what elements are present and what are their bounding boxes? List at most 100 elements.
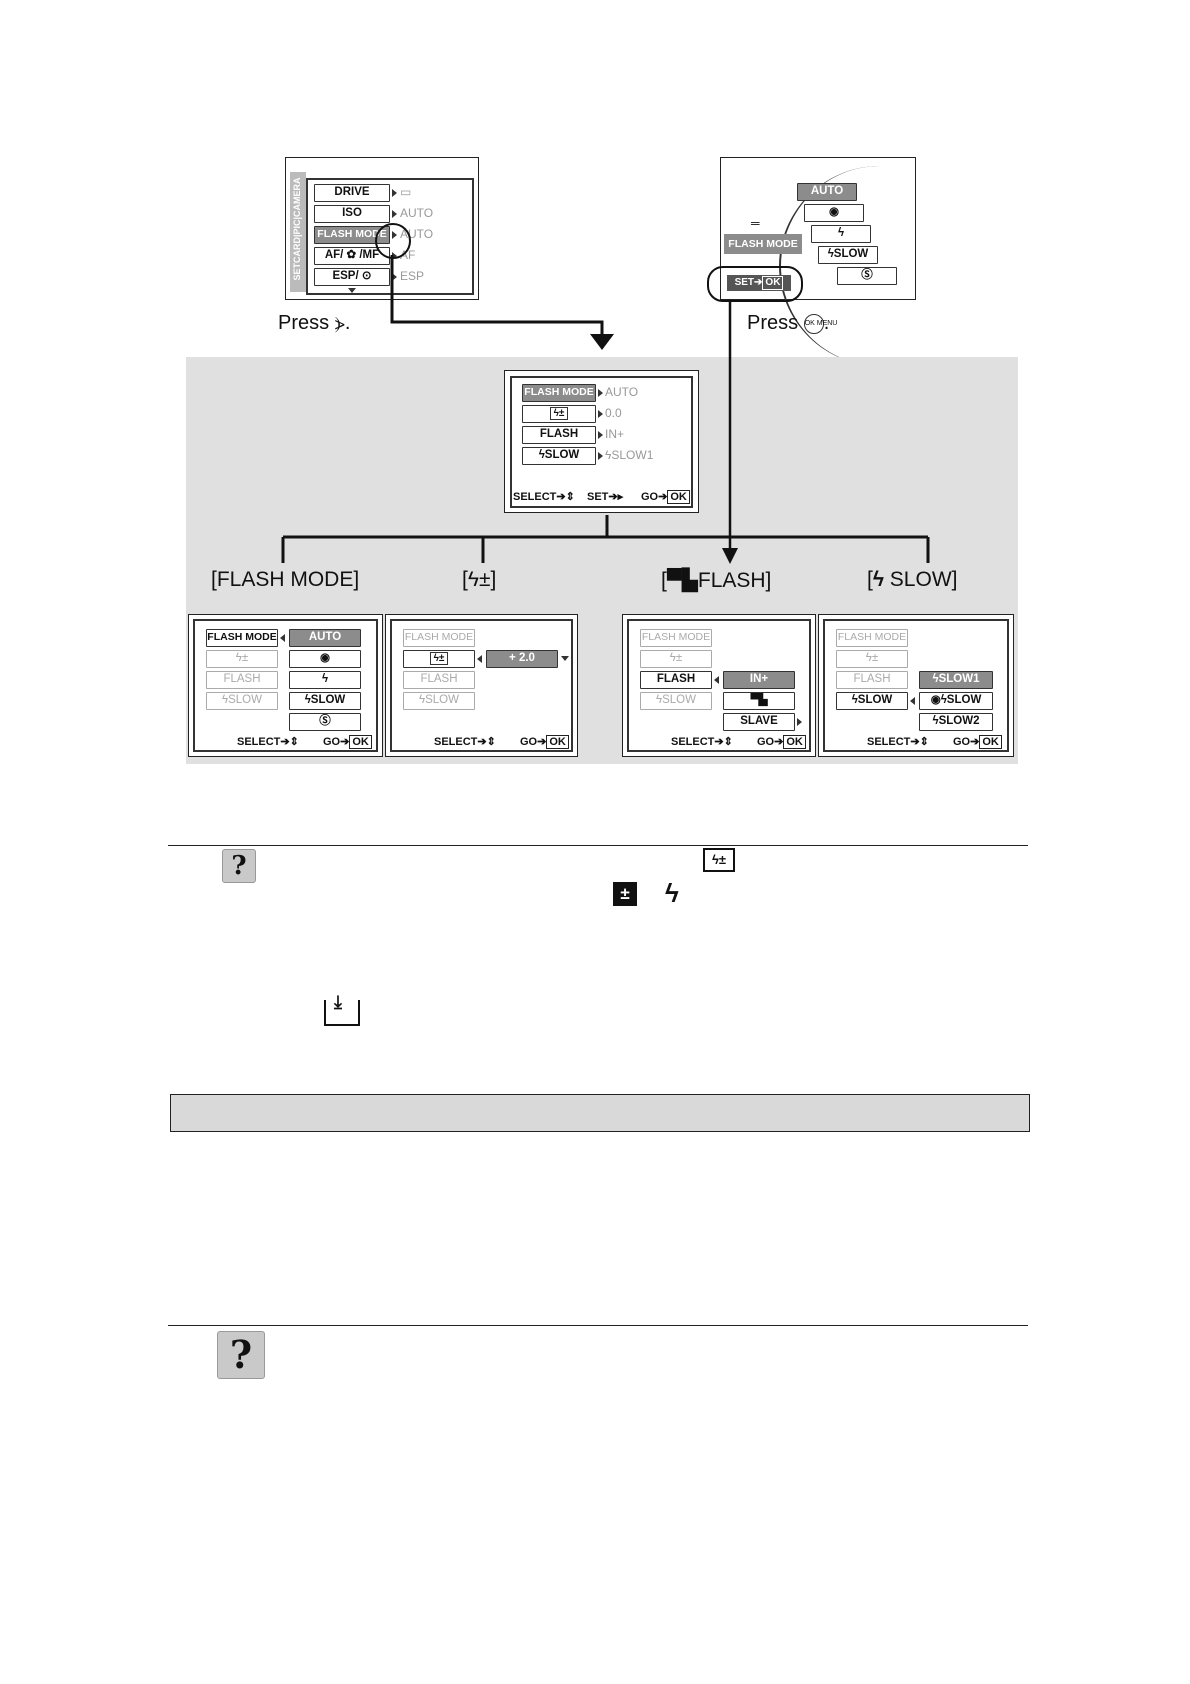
- panel1-menu-flash[interactable]: FLASH: [206, 671, 278, 689]
- flash-menu-item-flash[interactable]: FLASH: [522, 426, 596, 444]
- arrow-left-icon: [910, 697, 915, 705]
- arrow-left-icon: [714, 676, 719, 684]
- panel4-menu-flash[interactable]: FLASH: [836, 671, 908, 689]
- set-ok-hint: SET➔OK: [727, 275, 791, 291]
- panel3-option-ext[interactable]: ▀▙: [723, 692, 795, 710]
- panel2-comp-value[interactable]: + 2.0: [486, 650, 558, 668]
- slow-text: SLOW]: [883, 568, 958, 591]
- panel3-footer-go: GO➔OK: [757, 735, 806, 749]
- flow-connectors: [281, 255, 930, 564]
- gray-heading-bar: [170, 1094, 1030, 1132]
- panel-flash-mode: FLASH MODE ϟ± FLASH ϟSLOW AUTO ◉ ϟ ϟSLOW…: [188, 614, 383, 757]
- menu-item-esp[interactable]: ESP/ ⊙: [314, 268, 390, 286]
- menu-value-esp: ESP: [400, 269, 425, 283]
- panel3-menu-comp[interactable]: ϟ±: [640, 650, 712, 668]
- panel1-option-off[interactable]: Ⓢ: [289, 713, 361, 731]
- panel4-menu-comp[interactable]: ϟ±: [836, 650, 908, 668]
- scroll-down-icon: [561, 656, 569, 661]
- camera-menu-screen: SETCARD|PIC|CAMERA DRIVE ISO FLASH MODE …: [285, 157, 479, 300]
- flash-menu-item-slow[interactable]: ϟSLOW: [522, 447, 596, 465]
- flash-comp-icon: ϟ±: [429, 652, 449, 665]
- external-flash-icon: ▀▙: [666, 569, 698, 592]
- flash-menu-value-comp: 0.0: [605, 406, 622, 420]
- popup-option-off[interactable]: Ⓢ: [837, 267, 897, 285]
- card-setup-icon: ⤓: [324, 992, 360, 1026]
- popup-option-fill[interactable]: ϟ: [811, 225, 871, 243]
- press-right-instruction: Press ⦔.: [278, 312, 350, 335]
- panel3-footer-select: SELECT➔⇕: [671, 736, 733, 748]
- set-text: SET: [587, 491, 609, 503]
- ok-box: OK: [762, 276, 784, 290]
- bracket-open: [: [867, 568, 873, 591]
- panel-flash-external: FLASH MODE ϟ± FLASH ϟSLOW IN+ ▀▙ SLAVE S…: [622, 614, 816, 757]
- panel3-menu-slow[interactable]: ϟSLOW: [640, 692, 712, 710]
- panel4-option-slow2[interactable]: ϟSLOW2: [919, 713, 993, 731]
- panel2-menu-flash[interactable]: FLASH: [403, 671, 475, 689]
- panel4-option-slow1[interactable]: ϟSLOW1: [919, 671, 993, 689]
- highlight-ellipse: [707, 266, 803, 302]
- go-text: GO: [757, 736, 775, 748]
- popup-option-slow[interactable]: ϟSLOW: [818, 246, 878, 264]
- panel1-footer-select: SELECT➔⇕: [237, 736, 299, 748]
- go-text: GO: [641, 491, 659, 503]
- panel1-option-auto[interactable]: AUTO: [289, 629, 361, 647]
- bracket-open: [: [661, 569, 667, 592]
- arrow-right-icon: [598, 452, 603, 460]
- panel3-option-in[interactable]: IN+: [723, 671, 795, 689]
- flash-menu-item-comp[interactable]: ϟ±: [522, 405, 596, 423]
- panel4-footer-go: GO➔OK: [953, 735, 1002, 749]
- arrow-left-icon: [477, 655, 482, 663]
- panel1-menu-mode[interactable]: FLASH MODE: [206, 629, 278, 647]
- ok-box: OK: [349, 735, 372, 749]
- panel4-menu-mode[interactable]: FLASH MODE: [836, 629, 908, 647]
- panel2-menu-comp[interactable]: ϟ±: [403, 650, 475, 668]
- question-icon-2: ?: [217, 1331, 265, 1379]
- panel3-menu-mode[interactable]: FLASH MODE: [640, 629, 712, 647]
- panel3-menu-flash[interactable]: FLASH: [640, 671, 712, 689]
- panel4-footer-select: SELECT➔⇕: [867, 736, 929, 748]
- flash-comp-icon: ϟ±: [703, 848, 735, 872]
- select-text: SELECT: [671, 736, 715, 748]
- arrow-right-icon: [392, 273, 397, 281]
- menu-value-drive: ▭: [400, 185, 412, 199]
- panel1-option-redeye[interactable]: ◉: [289, 650, 361, 668]
- go-text: GO: [953, 736, 971, 748]
- panel-slow: FLASH MODE ϟ± FLASH ϟSLOW ϟSLOW1 ◉ϟSLOW …: [818, 614, 1014, 757]
- popup-option-redeye[interactable]: ◉: [804, 204, 864, 222]
- popup-label: FLASH MODE: [724, 234, 802, 254]
- panel1-footer-go: GO➔OK: [323, 735, 372, 749]
- flash-popup-screen: AUTO ◉ ϟ ϟSLOW Ⓢ ═ FLASH MODE SET➔OK: [707, 157, 916, 366]
- panel1-option-slow[interactable]: ϟSLOW: [289, 692, 361, 710]
- flash-menu-footer-select: SELECT➔⇕: [513, 491, 575, 503]
- period: .: [344, 312, 351, 334]
- arrow-right-icon: [797, 718, 802, 726]
- flash-menu-footer-go: GO➔OK: [641, 490, 690, 504]
- panel4-option-redeye-slow[interactable]: ◉ϟSLOW: [919, 692, 993, 710]
- popup-option-auto[interactable]: AUTO: [797, 183, 857, 201]
- panel2-footer-select: SELECT➔⇕: [434, 736, 496, 748]
- panel2-menu-slow[interactable]: ϟSLOW: [403, 692, 475, 710]
- flash-menu-item-mode[interactable]: FLASH MODE: [522, 384, 596, 402]
- panel1-menu-comp[interactable]: ϟ±: [206, 650, 278, 668]
- menu-item-drive[interactable]: DRIVE: [314, 184, 390, 202]
- panel3-option-slave[interactable]: SLAVE: [723, 713, 795, 731]
- period: .: [823, 312, 830, 334]
- flash-text: FLASH]: [697, 569, 772, 592]
- press-left-text: Press: [278, 312, 330, 334]
- ok-box: OK: [667, 490, 690, 504]
- menu-side-tabs: [290, 172, 306, 292]
- menu-value-iso: AUTO: [400, 206, 434, 220]
- menu-item-af-mf[interactable]: AF/ ✿ /MF: [314, 247, 390, 265]
- select-text: SELECT: [434, 736, 478, 748]
- panel2-menu-mode[interactable]: FLASH MODE: [403, 629, 475, 647]
- flash-menu-value-slow: ϟSLOW1: [605, 448, 654, 462]
- arrow-right-icon: [392, 189, 397, 197]
- panel1-menu-slow[interactable]: ϟSLOW: [206, 692, 278, 710]
- go-text: GO: [520, 736, 538, 748]
- press-right-text: Press: [747, 312, 799, 334]
- panel1-option-fill[interactable]: ϟ: [289, 671, 361, 689]
- panel4-menu-slow[interactable]: ϟSLOW: [836, 692, 908, 710]
- menu-item-iso[interactable]: ISO: [314, 205, 390, 223]
- scroll-down-icon: [348, 288, 356, 293]
- flash-bolt-icon: ϟ: [872, 568, 884, 591]
